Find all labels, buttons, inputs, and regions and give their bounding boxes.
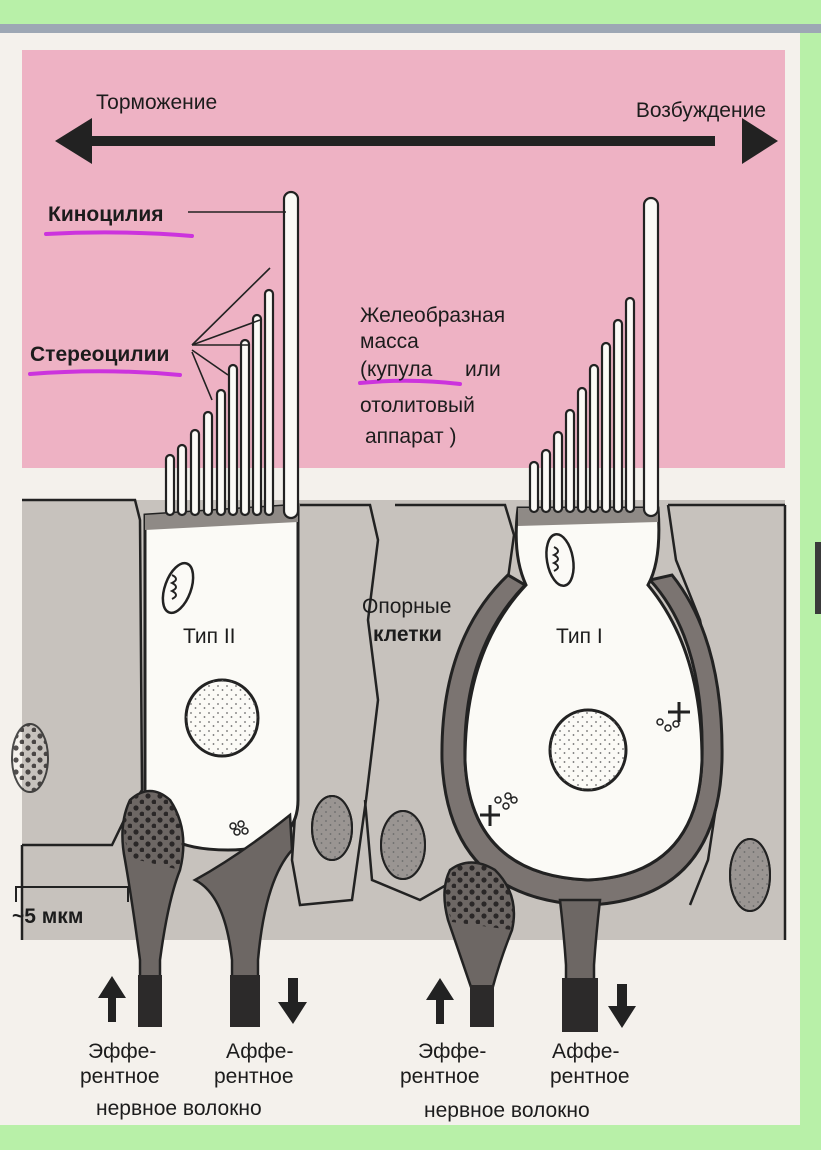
label-efferent-left-2: рентное — [80, 1065, 160, 1088]
label-kinocilium: Киноцилия — [48, 203, 164, 226]
arrow-down-icon — [608, 984, 636, 1028]
label-gel-line4: отолитовый — [360, 394, 475, 417]
type-ii-synaptic-vesicles — [229, 820, 249, 836]
scale-bar — [15, 886, 129, 902]
type-i-mitochondrion — [545, 533, 575, 587]
type-i-synapses — [480, 702, 690, 826]
arrow-up-icon — [98, 976, 126, 1022]
arrow-down-icon — [278, 978, 307, 1024]
type-ii-efferent-fiber — [121, 789, 185, 1027]
type-i-efferent-fiber — [443, 861, 516, 1027]
type-ii-hair-cell — [143, 503, 300, 852]
label-afferent-left-2: рентное — [214, 1065, 294, 1088]
label-support-cells-line1: Опорные — [362, 595, 451, 618]
type-i-afferent-fiber — [558, 898, 602, 1032]
highlight-underlines — [28, 230, 462, 386]
type-ii-afferent-fiber — [192, 812, 294, 1027]
label-support-cells-line2: клетки — [373, 623, 442, 646]
label-fiber-left: нервное волокно — [96, 1097, 262, 1120]
type-ii-mitochondrion — [161, 561, 195, 615]
label-scale: ~5 мкм — [12, 905, 83, 928]
label-efferent-right-2: рентное — [400, 1065, 480, 1088]
label-gel-line2: масса — [360, 330, 419, 353]
type-ii-kinocilium — [282, 190, 300, 520]
label-fiber-right: нервное волокно — [424, 1099, 590, 1122]
label-efferent-left-1: Эффе- — [88, 1040, 156, 1063]
leader-lines — [188, 211, 286, 401]
label-type-i: Тип I — [556, 625, 603, 648]
support-cell-nuclei — [11, 723, 771, 912]
type-ii-hair-bundle — [164, 190, 300, 520]
type-i-hair-cell — [440, 506, 724, 907]
top-gray-bar — [0, 24, 821, 33]
label-gel-line3b: или — [465, 358, 501, 381]
label-gel-line3a: (купула — [360, 358, 433, 381]
label-stereocilia: Стереоцилии — [30, 343, 169, 366]
type-i-kinocilium — [642, 196, 660, 518]
label-afferent-right-2: рентное — [550, 1065, 630, 1088]
right-edge-mark — [815, 542, 821, 614]
label-inhibition: Торможение — [96, 91, 217, 114]
type-i-hair-bundle — [528, 196, 660, 518]
label-gel-line5: аппарат ) — [365, 425, 456, 448]
label-afferent-right-1: Аффе- — [552, 1040, 619, 1063]
double-headed-arrow-icon — [55, 118, 778, 164]
label-type-ii: Тип II — [183, 625, 236, 648]
label-efferent-right-1: Эффе- — [418, 1040, 486, 1063]
label-gel-line1: Желеобразная — [360, 304, 505, 327]
arrow-up-icon — [426, 978, 454, 1024]
label-afferent-left-1: Аффе- — [226, 1040, 293, 1063]
label-excitation: Возбуждение — [636, 99, 766, 122]
